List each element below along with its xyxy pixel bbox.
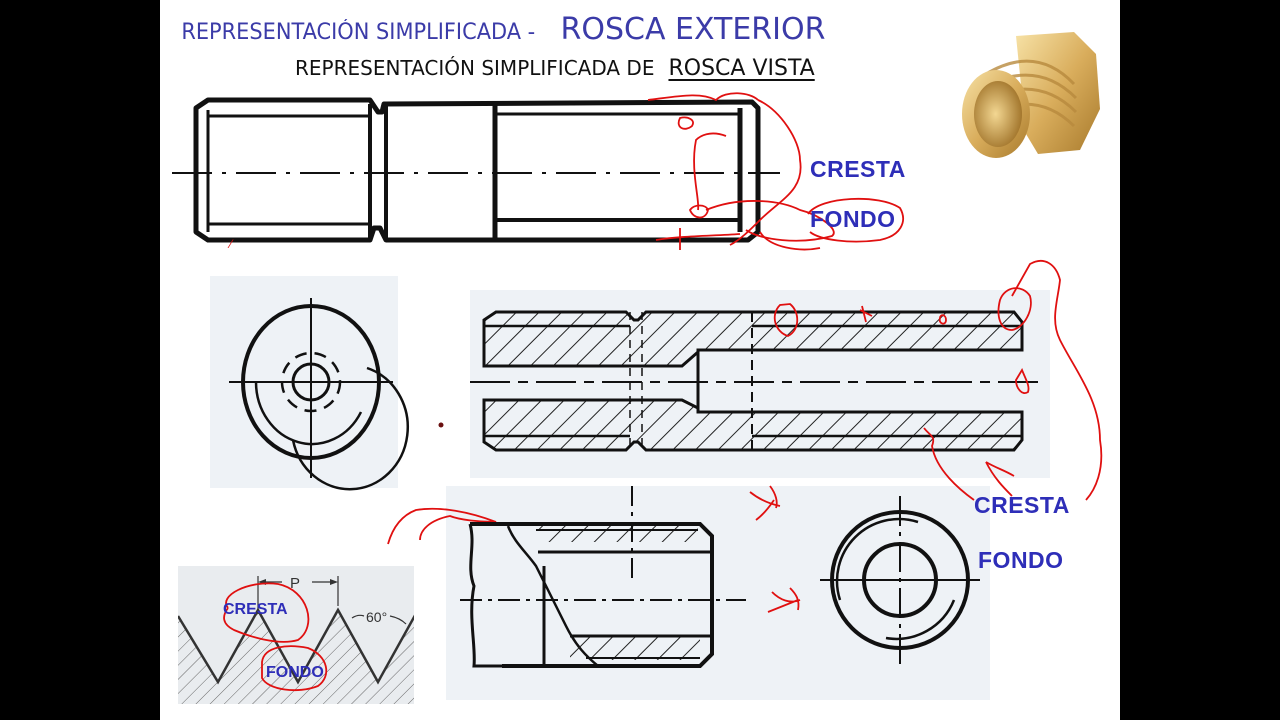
- label-fondo-right: FONDO: [978, 547, 1064, 573]
- label-cresta-top: CRESTA: [810, 156, 906, 182]
- label-cresta-detail: CRESTA: [223, 601, 288, 618]
- red-mark: ⁄: [227, 237, 234, 251]
- thread-profile-detail: P 60°: [178, 575, 414, 704]
- title-right: ROSCA EXTERIOR: [560, 12, 826, 47]
- slide-page: REPRESENTACIÓN SIMPLIFICADA - ROSCA EXTER…: [160, 0, 1120, 720]
- label-fondo-top: FONDO: [810, 206, 896, 232]
- red-annotations-middle: [387, 259, 1103, 613]
- bolt-side-view: [172, 97, 780, 243]
- brass-fitting-photo: [962, 32, 1100, 158]
- section-view: [470, 310, 1040, 452]
- subtitle-right: ROSCA VISTA: [668, 56, 815, 81]
- subtitle-left: REPRESENTACIÓN SIMPLIFICADA DE: [295, 56, 655, 80]
- pitch-label: P: [290, 575, 300, 592]
- label-fondo-detail: FONDO: [266, 664, 324, 681]
- partial-section-view: [460, 486, 746, 668]
- label-cresta-right: CRESTA: [974, 492, 1070, 518]
- end-view-circles: [229, 298, 409, 491]
- slide-title: REPRESENTACIÓN SIMPLIFICADA - ROSCA EXTER…: [172, 12, 825, 47]
- pen-cursor-dot: [438, 422, 444, 428]
- slide-subtitle: REPRESENTACIÓN SIMPLIFICADA DE ROSCA VIST…: [295, 56, 815, 81]
- title-left: REPRESENTACIÓN SIMPLIFICADA -: [181, 20, 536, 45]
- thread-end-view: [820, 496, 980, 664]
- technical-drawings: ⁄: [172, 92, 1103, 704]
- angle-label: 60°: [366, 609, 387, 625]
